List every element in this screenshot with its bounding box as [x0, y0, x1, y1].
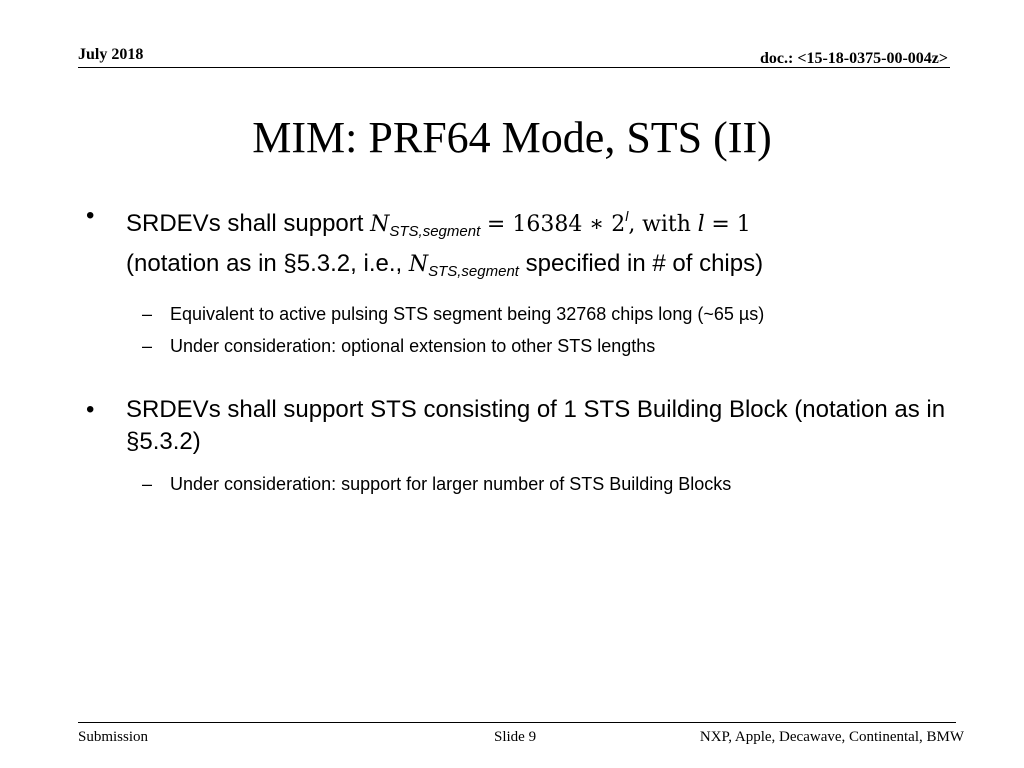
bullet-1-line-1: SRDEVs shall support NSTS,segment = 1638…	[126, 200, 964, 248]
formula-eq: = 16384 ∗ 2	[486, 212, 626, 237]
inline-var: N	[408, 252, 429, 277]
formula: NSTS,segment = 16384 ∗ 2l, with l = 1	[370, 208, 751, 240]
footer-submission: Submission	[78, 729, 149, 745]
header-doc-id: doc.: <15-18-0375-00-004z>	[760, 50, 948, 67]
formula-var: N	[370, 212, 390, 237]
bullet-1-line2-post: specified in # of chips)	[518, 250, 764, 277]
bullet-icon: •	[86, 396, 95, 423]
formula-superscript: l	[625, 208, 629, 224]
bullet-icon: •	[86, 202, 95, 229]
inline-subscript: STS,segment	[428, 263, 519, 280]
footer-divider	[78, 722, 956, 723]
formula-subscript: STS,segment	[389, 223, 481, 240]
dash-icon: –	[142, 304, 153, 324]
bullet-1-line-2: (notation as in §5.3.2, i.e., NSTS,segme…	[126, 248, 964, 288]
sub-bullet-2-1: – Under consideration: support for large…	[84, 472, 964, 496]
dash-icon: –	[142, 336, 153, 356]
header-date: July 2018	[78, 46, 144, 63]
slide-body: • SRDEVs shall support NSTS,segment = 16…	[84, 200, 964, 504]
formula-cond-eq: = 1	[711, 212, 751, 237]
bullet-item-1: • SRDEVs shall support NSTS,segment = 16…	[84, 200, 964, 288]
footer-slide-number: Slide 9	[494, 729, 537, 745]
sub-bullet-text: Equivalent to active pulsing STS segment…	[170, 304, 765, 324]
header-divider	[78, 67, 950, 68]
bullet-1-line2-pre: (notation as in §5.3.2, i.e.,	[126, 250, 409, 277]
footer-authors: NXP, Apple, Decawave, Continental, BMW	[699, 729, 964, 745]
bullet-item-2: • SRDEVs shall support STS consisting of…	[84, 394, 964, 458]
sub-bullet-1-2: – Under consideration: optional extensio…	[84, 334, 964, 358]
sub-bullet-text: Under consideration: optional extension …	[170, 336, 656, 356]
formula-comma: ,	[628, 212, 636, 237]
slide-title: MIM: PRF64 Mode, STS (II)	[252, 113, 772, 162]
sub-bullet-text: Under consideration: support for larger …	[170, 474, 732, 494]
sub-bullet-1-1: – Equivalent to active pulsing STS segme…	[84, 302, 964, 326]
bullet-1-text: SRDEVs shall support	[126, 210, 364, 237]
spacer	[84, 366, 964, 394]
formula-cond-var: l	[697, 212, 705, 237]
bullet-2-text: SRDEVs shall support STS consisting of 1…	[126, 396, 946, 455]
formula-with: with	[642, 212, 691, 237]
dash-icon: –	[142, 474, 153, 494]
